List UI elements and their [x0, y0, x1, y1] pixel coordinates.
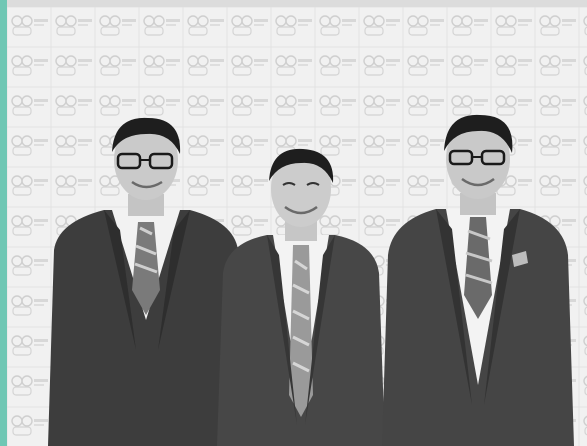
person-right	[382, 114, 574, 446]
person-center	[217, 148, 385, 446]
person-left	[48, 117, 244, 446]
top-band	[7, 0, 587, 7]
accent-bar	[0, 0, 7, 446]
step-and-repeat-backdrop	[7, 7, 587, 446]
